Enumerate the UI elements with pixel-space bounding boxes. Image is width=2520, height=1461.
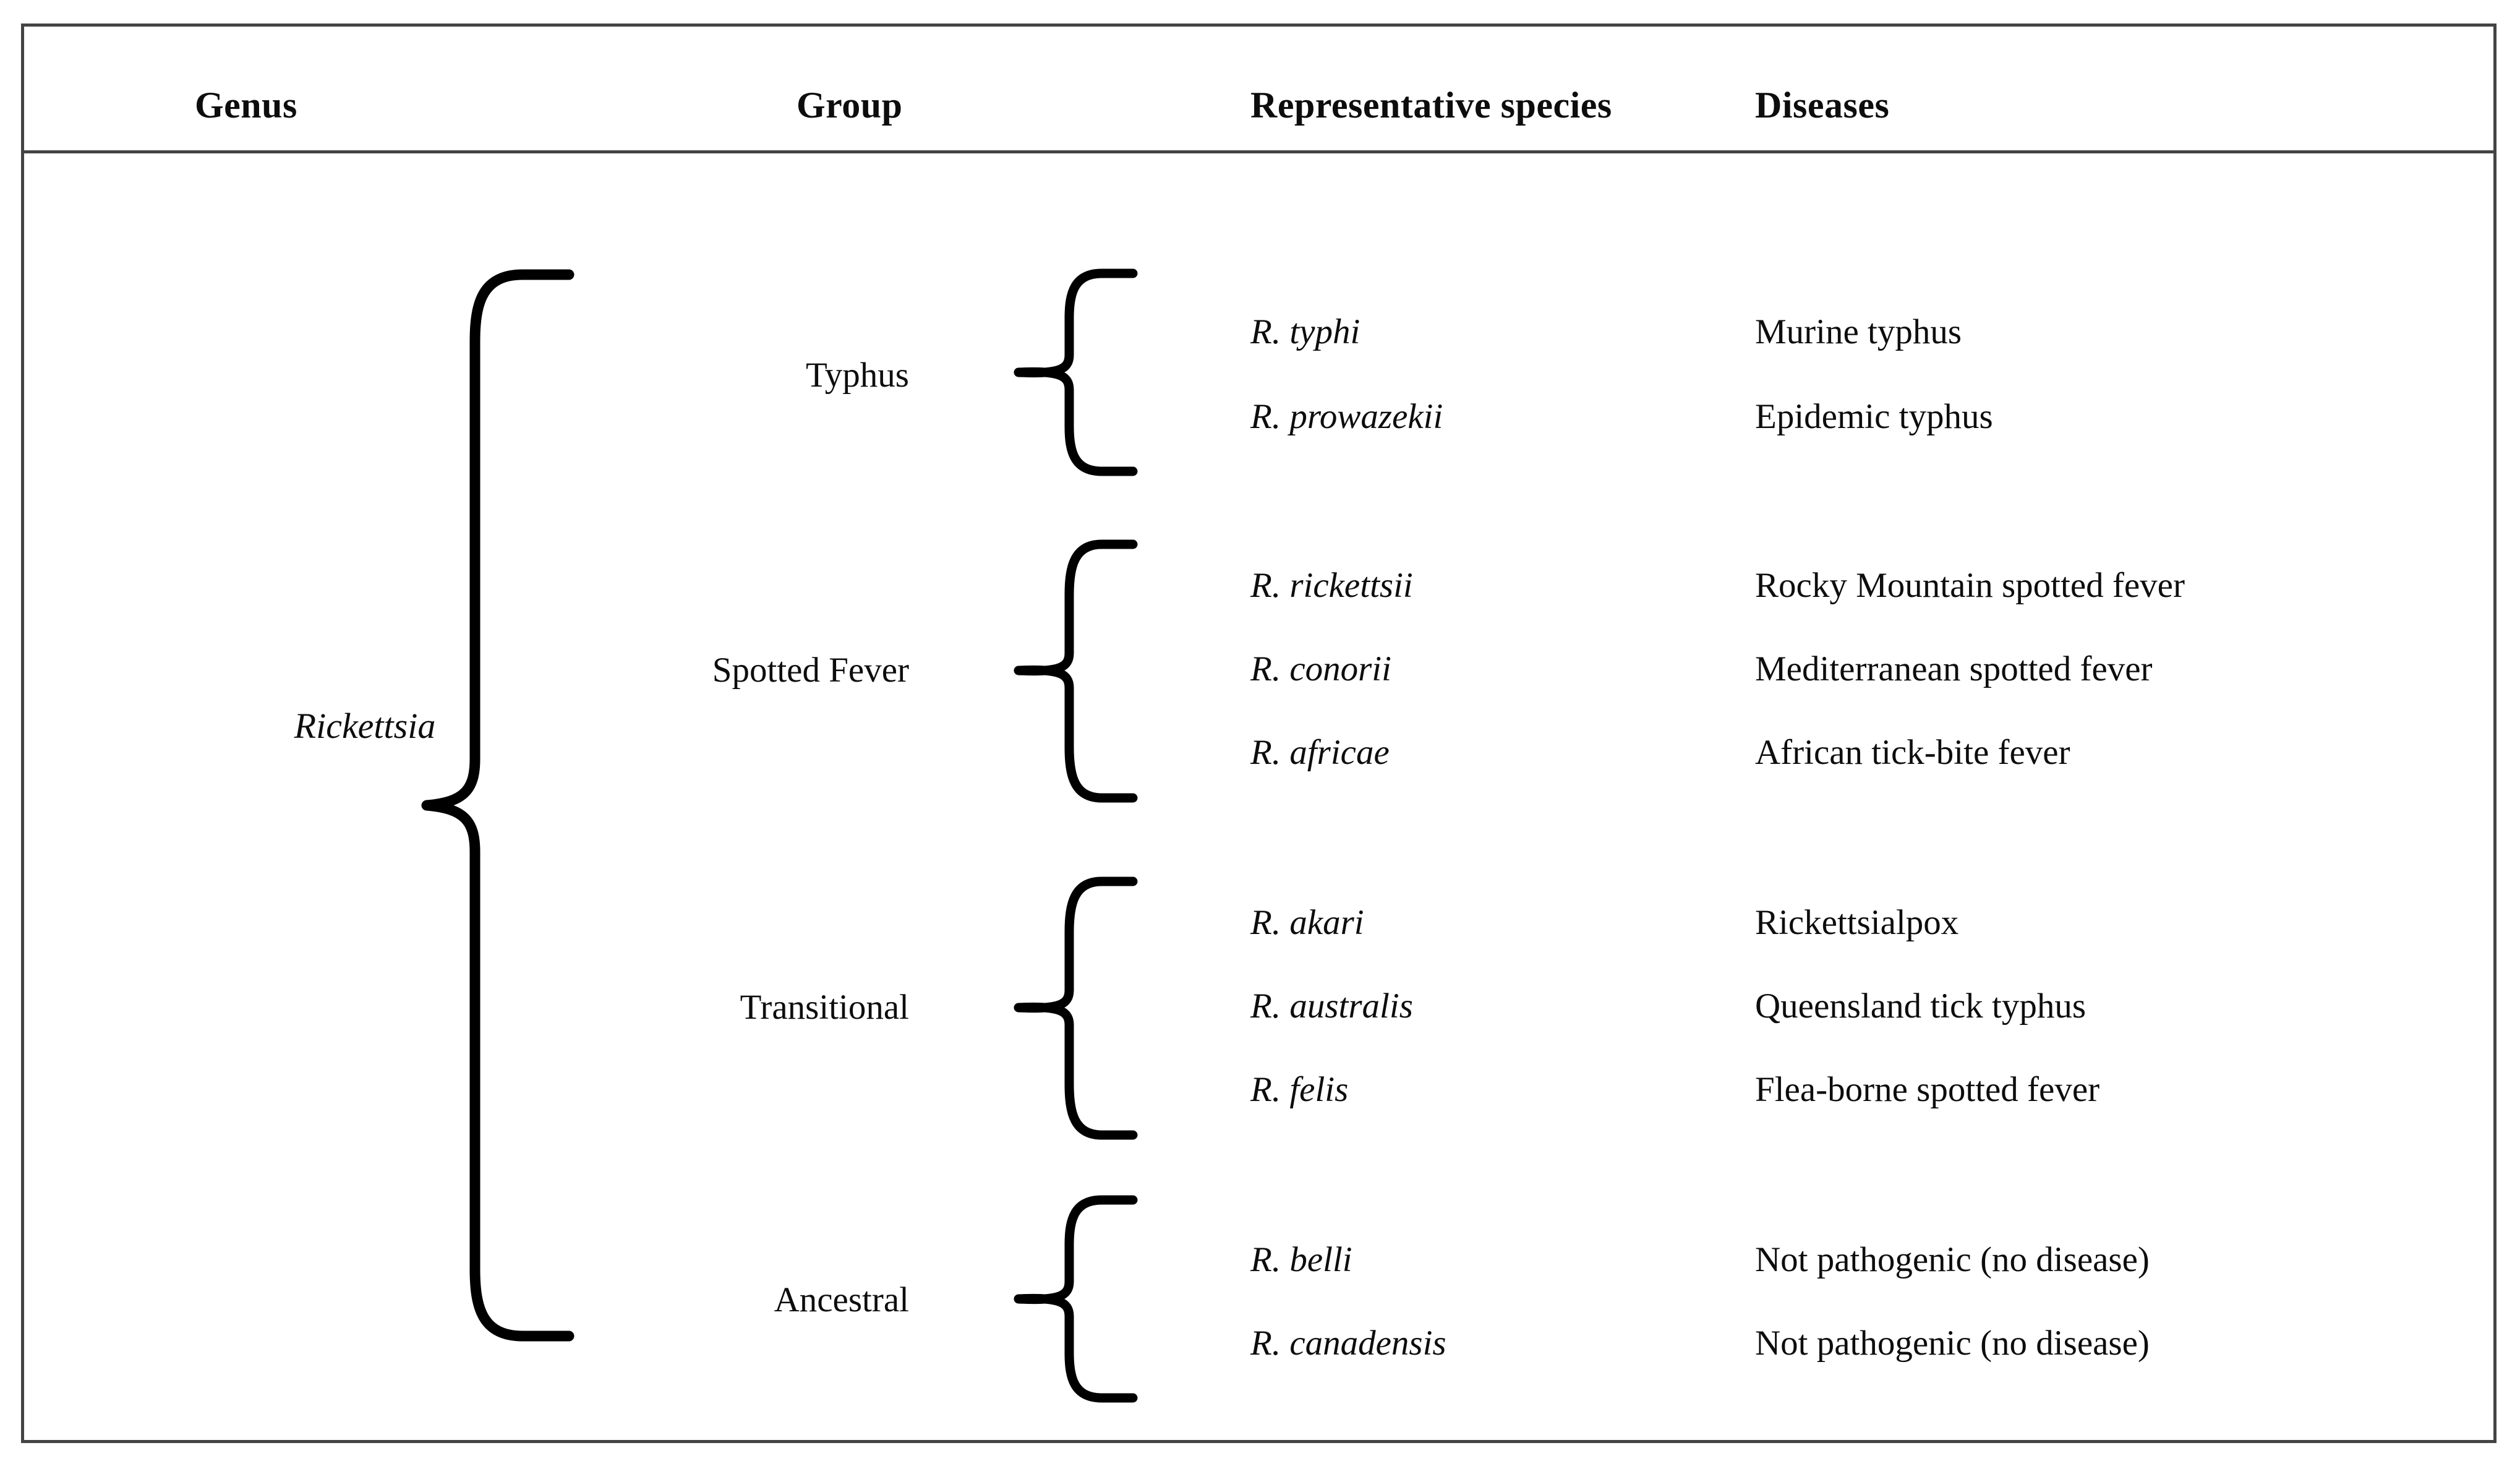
disease-cell: Rocky Mountain spotted fever — [1755, 566, 2185, 605]
disease-cell: Queensland tick typhus — [1755, 987, 2086, 1026]
species-cell: R. akari — [1250, 903, 1364, 942]
disease-cell: Epidemic typhus — [1755, 397, 1993, 436]
disease-cell: Not pathogenic (no disease) — [1755, 1324, 2150, 1363]
group-brace-typhus-icon — [1000, 267, 1155, 478]
species-cell: R. canadensis — [1250, 1324, 1446, 1363]
disease-cell: Flea-borne spotted fever — [1755, 1070, 2100, 1109]
group-brace-transitional-icon — [1000, 875, 1155, 1141]
group-label-typhus: Typhus — [805, 356, 909, 395]
group-brace-spotted-fever-icon — [1000, 538, 1155, 804]
column-header-species: Representative species — [1250, 85, 1612, 126]
species-cell: R. australis — [1250, 987, 1413, 1026]
column-header-diseases: Diseases — [1755, 85, 1890, 126]
column-header-genus: Genus — [195, 85, 297, 126]
species-cell: R. felis — [1250, 1070, 1349, 1109]
table-border — [21, 24, 2497, 1443]
species-cell: R. conorii — [1250, 649, 1391, 688]
column-header-group: Group — [797, 85, 903, 126]
group-label-ancestral: Ancestral — [774, 1280, 909, 1319]
species-cell: R. belli — [1250, 1240, 1352, 1279]
species-cell: R. prowazekii — [1250, 397, 1443, 436]
genus-brace-icon — [390, 267, 574, 1343]
disease-cell: Rickettsialpox — [1755, 903, 1959, 942]
group-label-spotted-fever: Spotted Fever — [712, 651, 909, 690]
species-cell: R. rickettsii — [1250, 566, 1413, 605]
disease-cell: African tick-bite fever — [1755, 733, 2070, 772]
header-divider — [21, 150, 2497, 153]
disease-cell: Not pathogenic (no disease) — [1755, 1240, 2150, 1279]
disease-cell: Murine typhus — [1755, 312, 1962, 351]
group-label-transitional: Transitional — [740, 988, 909, 1027]
table-header-row: Genus Group Representative species Disea… — [0, 24, 2520, 150]
species-cell: R. typhi — [1250, 312, 1360, 351]
species-cell: R. africae — [1250, 733, 1390, 772]
group-brace-ancestral-icon — [1000, 1194, 1155, 1404]
genus-label: Rickettsia — [294, 706, 436, 746]
disease-cell: Mediterranean spotted fever — [1755, 649, 2153, 688]
